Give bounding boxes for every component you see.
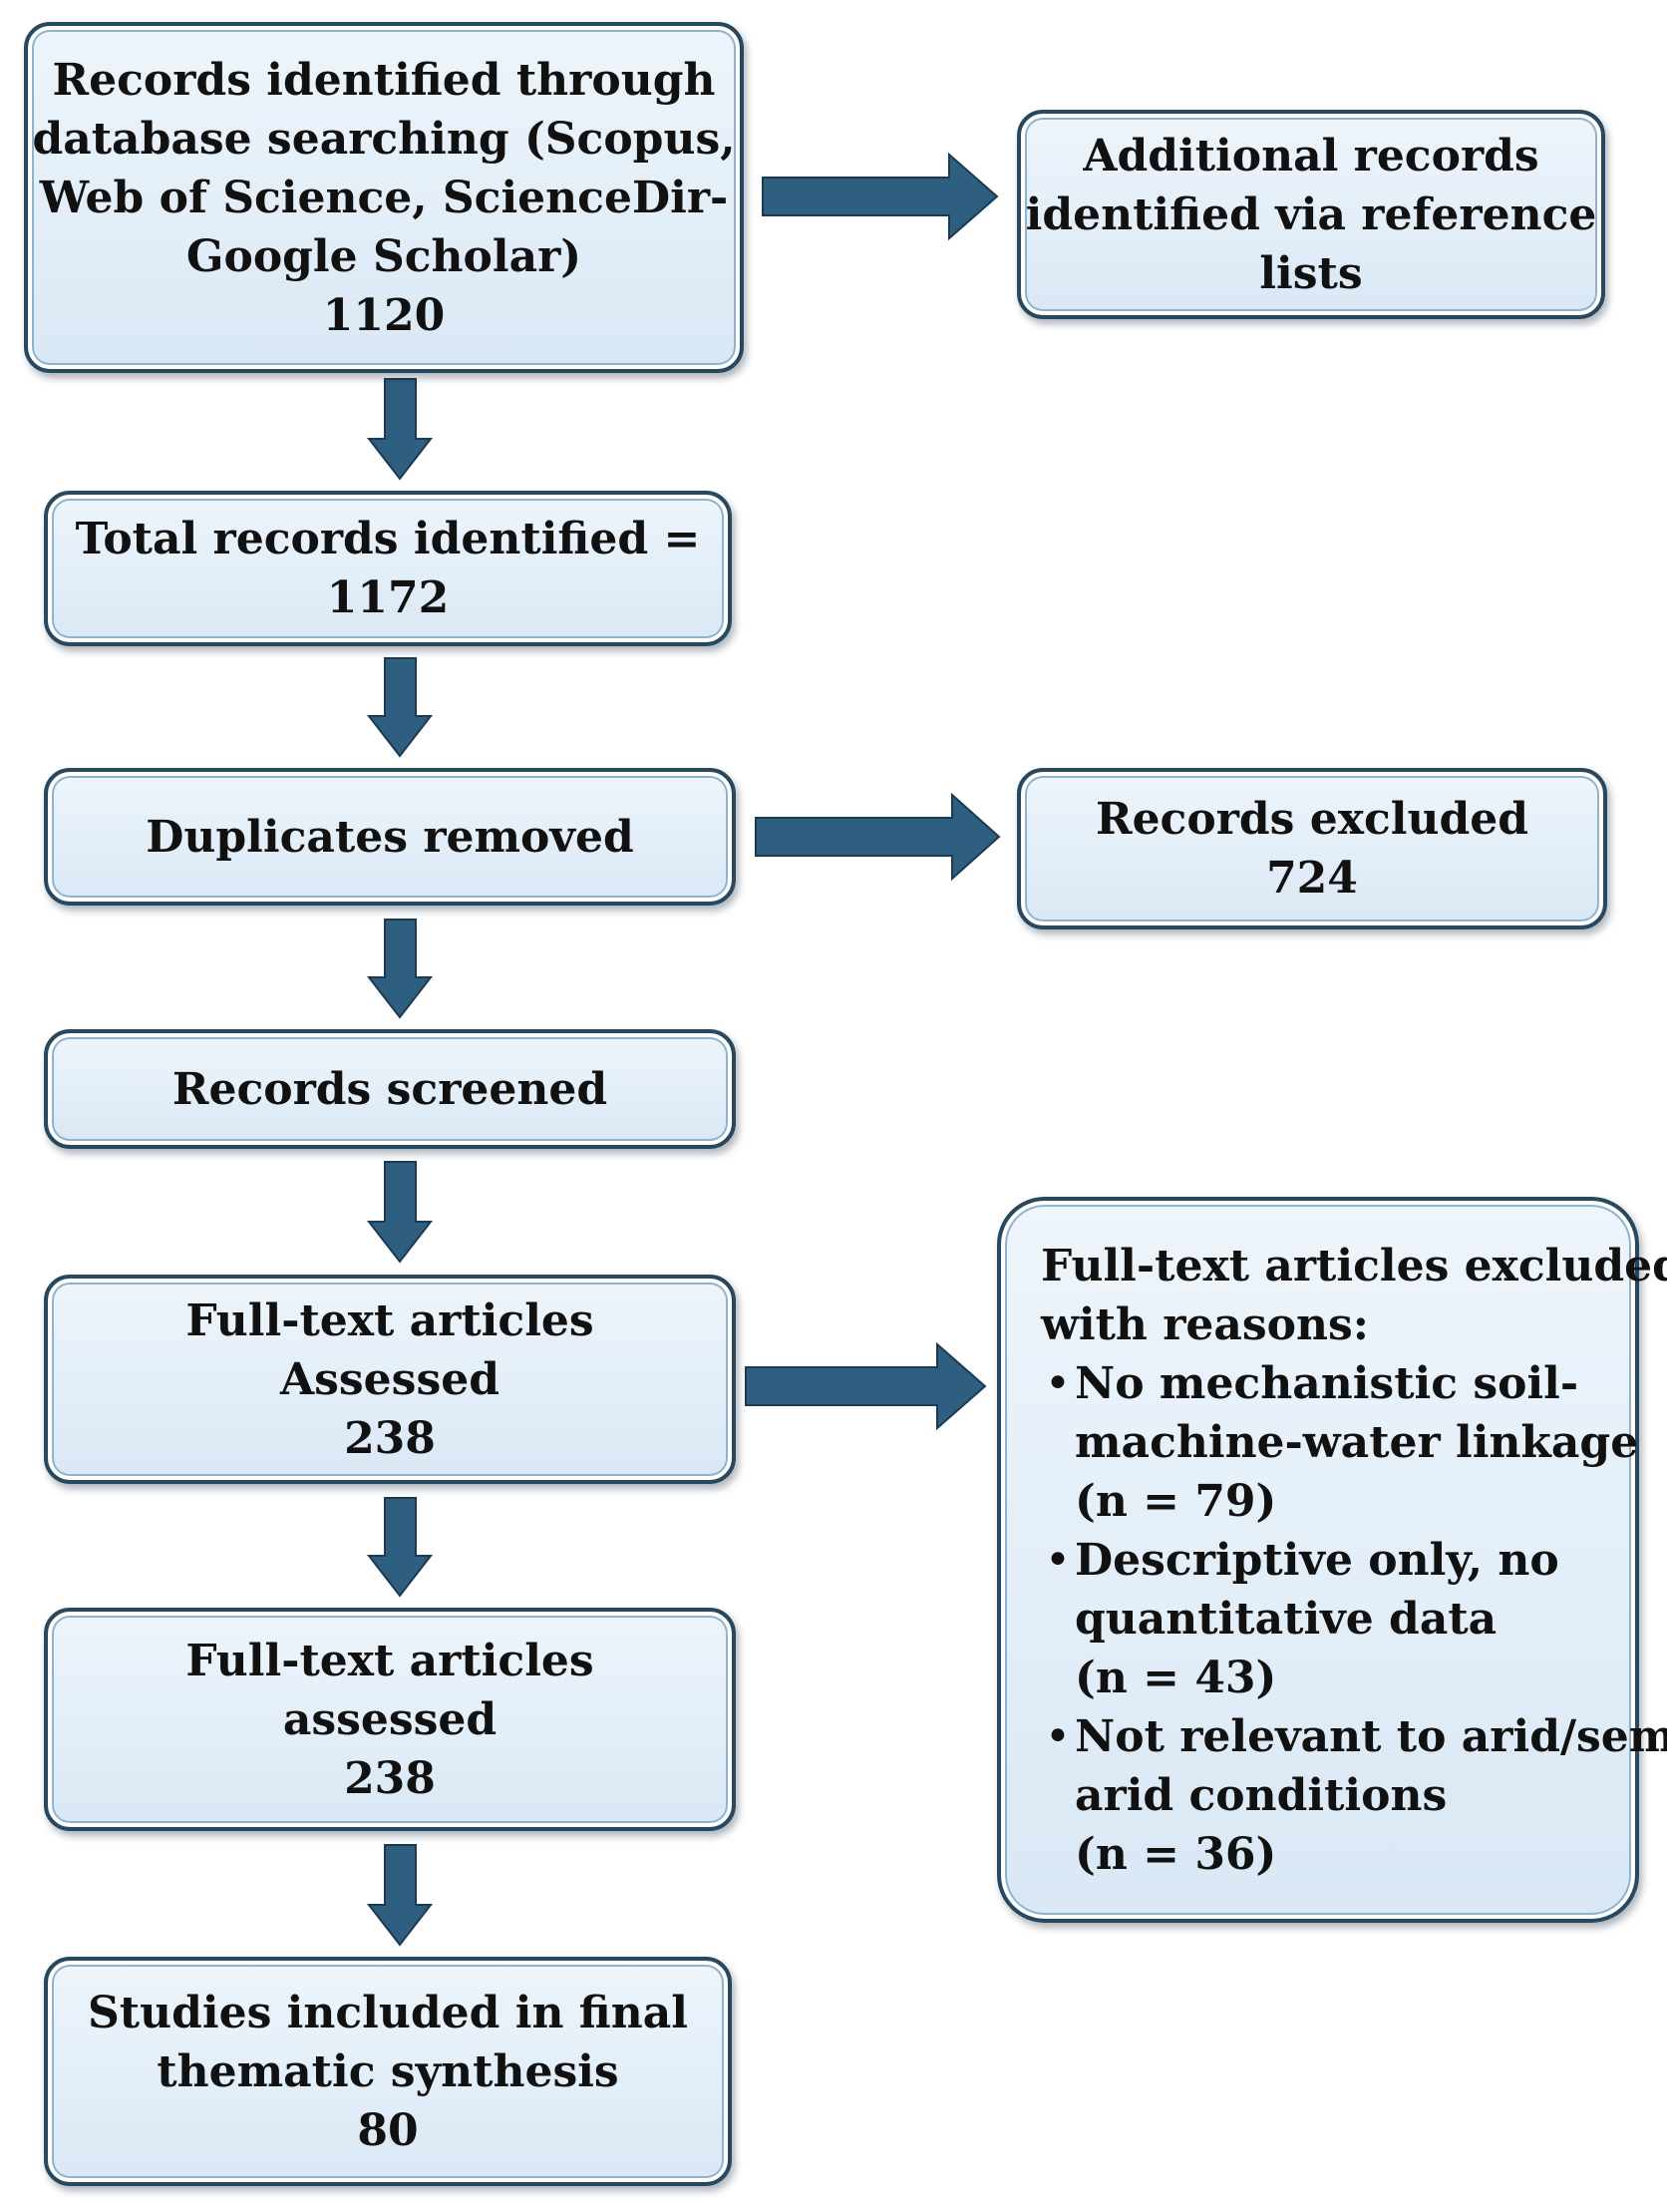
- studies-included-line-2: thematic synthesis: [157, 2045, 619, 2097]
- reason-1-count: (n = 79): [1075, 1476, 1277, 1527]
- records-identified-box: Records identified through database sear…: [24, 22, 744, 373]
- studies-included-box: Studies included in final thematic synth…: [44, 1957, 732, 2186]
- reason-2-count: (n = 43): [1075, 1653, 1277, 1703]
- reason-1-line-1: No mechanistic soil-: [1075, 1358, 1579, 1409]
- reason-item: • Descriptive only, no: [1041, 1531, 1559, 1590]
- records-excluded-label: Records excluded: [1096, 794, 1528, 845]
- total-records-label: Total records identified =: [75, 514, 701, 564]
- arrow-fulltext-to-reasons: [745, 1341, 987, 1431]
- bullet-icon: •: [1045, 1358, 1071, 1409]
- records-identified-line-4: Google Scholar): [185, 230, 582, 282]
- additional-records-line-3: lists: [1259, 247, 1363, 299]
- fulltext-excluded-heading-1: Full-text articles excluded: [1041, 1241, 1667, 1291]
- total-records-box: Total records identified = 1172: [44, 491, 732, 646]
- records-identified-line-3: Web of Science, ScienceDir-: [39, 172, 729, 223]
- reason-3-line-2: arid conditions: [1075, 1770, 1448, 1821]
- arrow-fulltext-to-included: [366, 1844, 434, 1947]
- records-excluded-box: Records excluded 724: [1017, 768, 1607, 929]
- additional-records-box: Additional records identified via refere…: [1017, 110, 1605, 319]
- arrow-fulltext-to-fulltext: [366, 1497, 434, 1598]
- records-identified-line-2: database searching (Scopus,: [32, 113, 736, 165]
- reason-item: • Not relevant to arid/semi-: [1041, 1707, 1667, 1766]
- reason-1-line-2: machine-water linkage: [1075, 1417, 1639, 1468]
- records-screened-label: Records screened: [171, 1063, 608, 1115]
- arrow-screened-to-fulltext: [366, 1161, 434, 1264]
- arrow-identified-to-total: [366, 378, 434, 481]
- reason-2-line-2: quantitative data: [1075, 1594, 1498, 1645]
- reason-2-line-1: Descriptive only, no: [1075, 1535, 1559, 1586]
- arrow-duplicates-to-screened: [366, 919, 434, 1019]
- total-records-count: 1172: [326, 572, 450, 623]
- fulltext-assessed-2-line-2: assessed: [282, 1693, 498, 1745]
- fulltext-excluded-heading-2: with reasons:: [1041, 1299, 1370, 1350]
- reason-item: • No mechanistic soil-: [1041, 1354, 1578, 1413]
- fulltext-assessed-2-count: 238: [344, 1752, 436, 1804]
- additional-records-line-1: Additional records: [1083, 130, 1539, 182]
- fulltext-assessed-1-line-1: Full-text articles: [185, 1294, 594, 1346]
- fulltext-assessed-1-count: 238: [344, 1412, 436, 1464]
- bullet-icon: •: [1045, 1711, 1071, 1762]
- studies-included-count: 80: [357, 2104, 419, 2156]
- records-identified-line-1: Records identified through: [52, 54, 716, 106]
- fulltext-assessed-2-line-1: Full-text articles: [185, 1635, 594, 1686]
- records-screened-box: Records screened: [44, 1029, 736, 1149]
- additional-records-line-2: identified via reference: [1025, 188, 1597, 240]
- duplicates-removed-box: Duplicates removed: [44, 768, 736, 906]
- fulltext-assessed-box-2: Full-text articles assessed 238: [44, 1608, 736, 1831]
- reason-3-count: (n = 36): [1075, 1829, 1277, 1880]
- records-excluded-count: 724: [1266, 853, 1358, 904]
- studies-included-line-1: Studies included in final: [88, 1987, 688, 2038]
- reason-3-line-1: Not relevant to arid/semi-: [1075, 1711, 1667, 1762]
- arrow-total-to-duplicates: [366, 657, 434, 758]
- arrow-duplicates-to-excluded: [755, 792, 1001, 882]
- fulltext-assessed-box-1: Full-text articles Assessed 238: [44, 1275, 736, 1484]
- fulltext-excluded-box: Full-text articles excluded with reasons…: [997, 1197, 1667, 1923]
- records-identified-count: 1120: [322, 289, 446, 341]
- bullet-icon: •: [1045, 1535, 1071, 1586]
- arrow-identified-to-additional: [762, 152, 999, 241]
- duplicates-removed-label: Duplicates removed: [146, 811, 634, 863]
- fulltext-assessed-1-line-2: Assessed: [280, 1353, 500, 1405]
